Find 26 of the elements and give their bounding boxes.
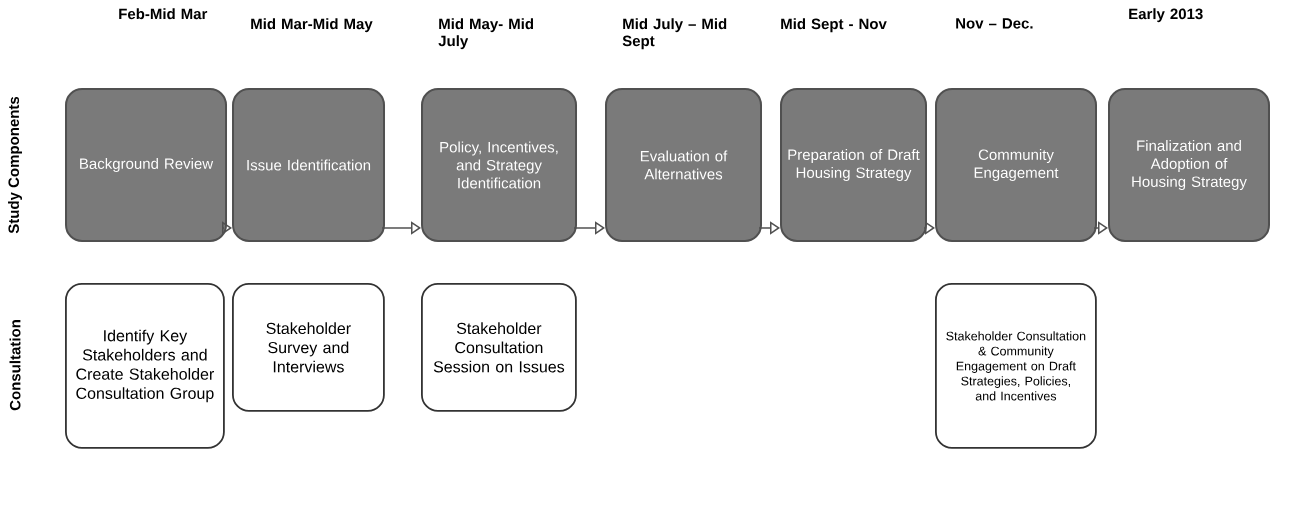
row-header: Consultation <box>9 320 21 411</box>
arrow <box>573 221 605 235</box>
column-header: Early 2013 <box>1129 8 1203 23</box>
process-box: Finalization and Adoption of Housing Strategy <box>1108 88 1270 242</box>
arrow <box>923 221 935 235</box>
column-header: Mid May- Mid July <box>438 18 534 50</box>
column-header: Mid July – Mid Sept <box>622 18 727 50</box>
column-header: Mid Mar-Mid May <box>251 18 373 33</box>
arrow <box>758 221 780 235</box>
process-box: Community Engagement <box>935 88 1097 242</box>
consultation-box: Stakeholder Survey and Interviews <box>232 283 385 412</box>
process-box: Preparation of Draft Housing Strategy <box>780 88 927 242</box>
process-box: Evaluation of Alternatives <box>605 88 762 242</box>
arrow <box>381 221 421 235</box>
process-box: Background Review <box>65 88 227 242</box>
column-header: Nov – Dec. <box>956 18 1033 29</box>
process-box: Policy, Incentives, and Strategy Identification <box>421 88 577 242</box>
column-header: Feb-Mid Mar <box>119 8 208 20</box>
column-header: Mid Sept - Nov <box>781 18 887 33</box>
consultation-box: Stakeholder Consultation & Community Engagement on Draft Strategies, Policies, and Incentives <box>935 283 1097 449</box>
arrow <box>1093 221 1108 235</box>
row-header: Study Components <box>8 96 22 234</box>
arrow <box>221 221 232 235</box>
consultation-box: Stakeholder Consultation Session on Issues <box>421 283 577 412</box>
process-box: Issue Identification <box>232 88 385 242</box>
consultation-box: Identify Key Stakeholders and Create Stakeholder Consultation Group <box>65 283 225 449</box>
